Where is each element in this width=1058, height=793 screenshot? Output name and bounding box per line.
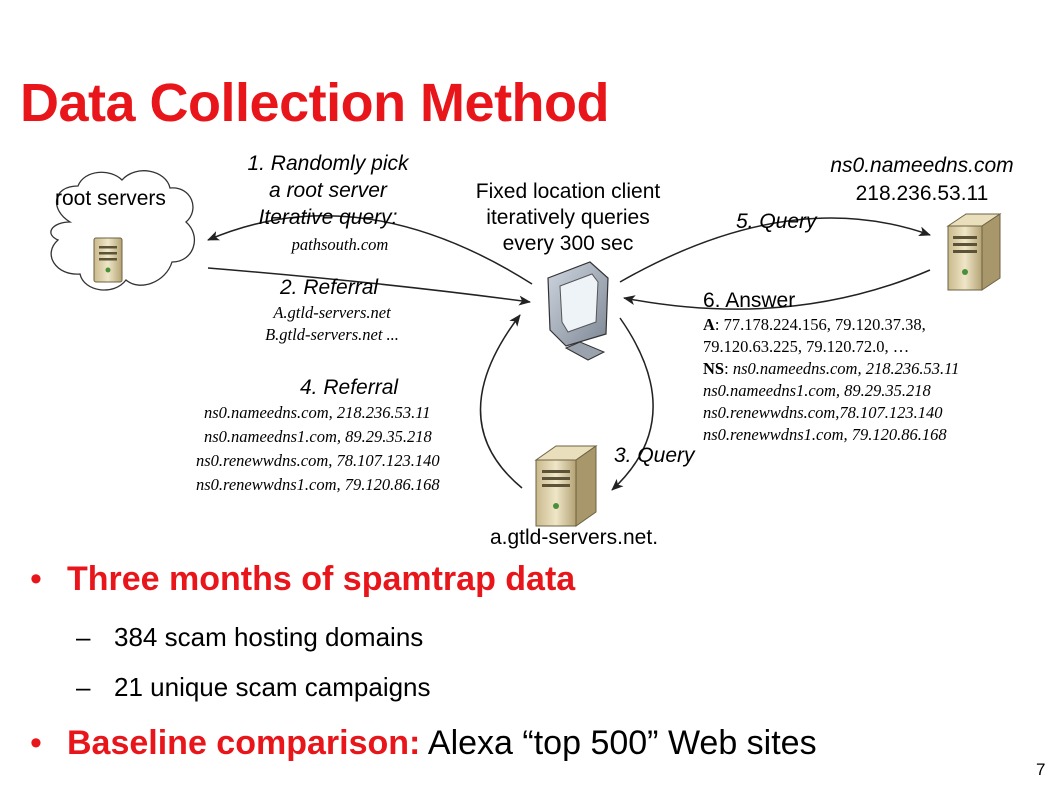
client-label-line3: every 300 sec: [503, 232, 634, 255]
step4-label: 4. Referral: [300, 376, 399, 399]
root-servers-label: root servers: [55, 187, 166, 210]
step4-line4: ns0.renewwdns1.com, 79.120.86.168: [196, 475, 440, 494]
step4-line2: ns0.nameedns1.com, 89.29.35.218: [204, 427, 433, 446]
client-label-line1: Fixed location client: [476, 180, 661, 203]
answer-a-line2: 79.120.63.225, 79.120.72.0, …: [703, 337, 909, 356]
ns0-ip: 218.236.53.11: [856, 182, 989, 205]
step6-label: 6. Answer: [703, 289, 795, 312]
slide-title: Data Collection Method: [20, 73, 610, 133]
root-cloud-icon: [50, 170, 196, 291]
step4-line1: ns0.nameedns.com, 218.236.53.11: [204, 403, 431, 422]
bullet-dot: •: [30, 560, 42, 598]
client-monitor-icon: [547, 261, 609, 361]
bullet-dot: •: [30, 724, 42, 762]
arrow-client-to-ns0: [619, 217, 931, 283]
arrow-client-to-gtld: [611, 317, 654, 491]
step5-label: 5. Query: [736, 210, 818, 233]
step1-line3: Iterative query:: [259, 206, 398, 229]
arrow-client-to-root: [207, 214, 533, 285]
answer-ns-line4: ns0.renewwdns1.com, 79.120.86.168: [703, 425, 947, 444]
arrow-ns0-to-client: [623, 269, 931, 310]
step2-label: 2. Referral: [279, 276, 379, 299]
ns0-server-icon: [946, 213, 1002, 291]
arrow-root-to-client: [207, 267, 531, 306]
step4-line3: ns0.renewwdns.com, 78.107.123.140: [196, 451, 440, 470]
step1-line1: 1. Randomly pick: [247, 152, 410, 175]
answer-ns-line2: ns0.nameedns1.com, 89.29.35.218: [703, 381, 932, 400]
step1-line2: a root server: [269, 179, 388, 202]
gtld-server-label: a.gtld-servers.net.: [490, 526, 658, 549]
root-server-icon: [93, 237, 123, 283]
step3-label: 3. Query: [614, 444, 696, 467]
step2-server-a: A.gtld-servers.net: [272, 303, 391, 322]
arrow-gtld-to-client: [479, 314, 523, 489]
answer-a-line1: A: 77.178.224.156, 79.120.37.38,: [703, 315, 926, 334]
step2-server-b: B.gtld-servers.net ...: [265, 325, 399, 344]
page-number: 7: [1036, 760, 1046, 779]
ns0-name: ns0.nameedns.com: [830, 154, 1013, 177]
step1-domain: pathsouth.com: [291, 235, 389, 254]
client-label-line2: iteratively queries: [486, 206, 649, 229]
answer-ns-line3: ns0.renewwdns.com,78.107.123.140: [703, 403, 943, 422]
gtld-server-icon: [534, 445, 598, 527]
answer-ns-line1: NS: ns0.nameedns.com, 218.236.53.11: [703, 359, 959, 378]
dns-query-diagram: root servers 1. Randomly pick a root ser…: [50, 152, 1014, 549]
